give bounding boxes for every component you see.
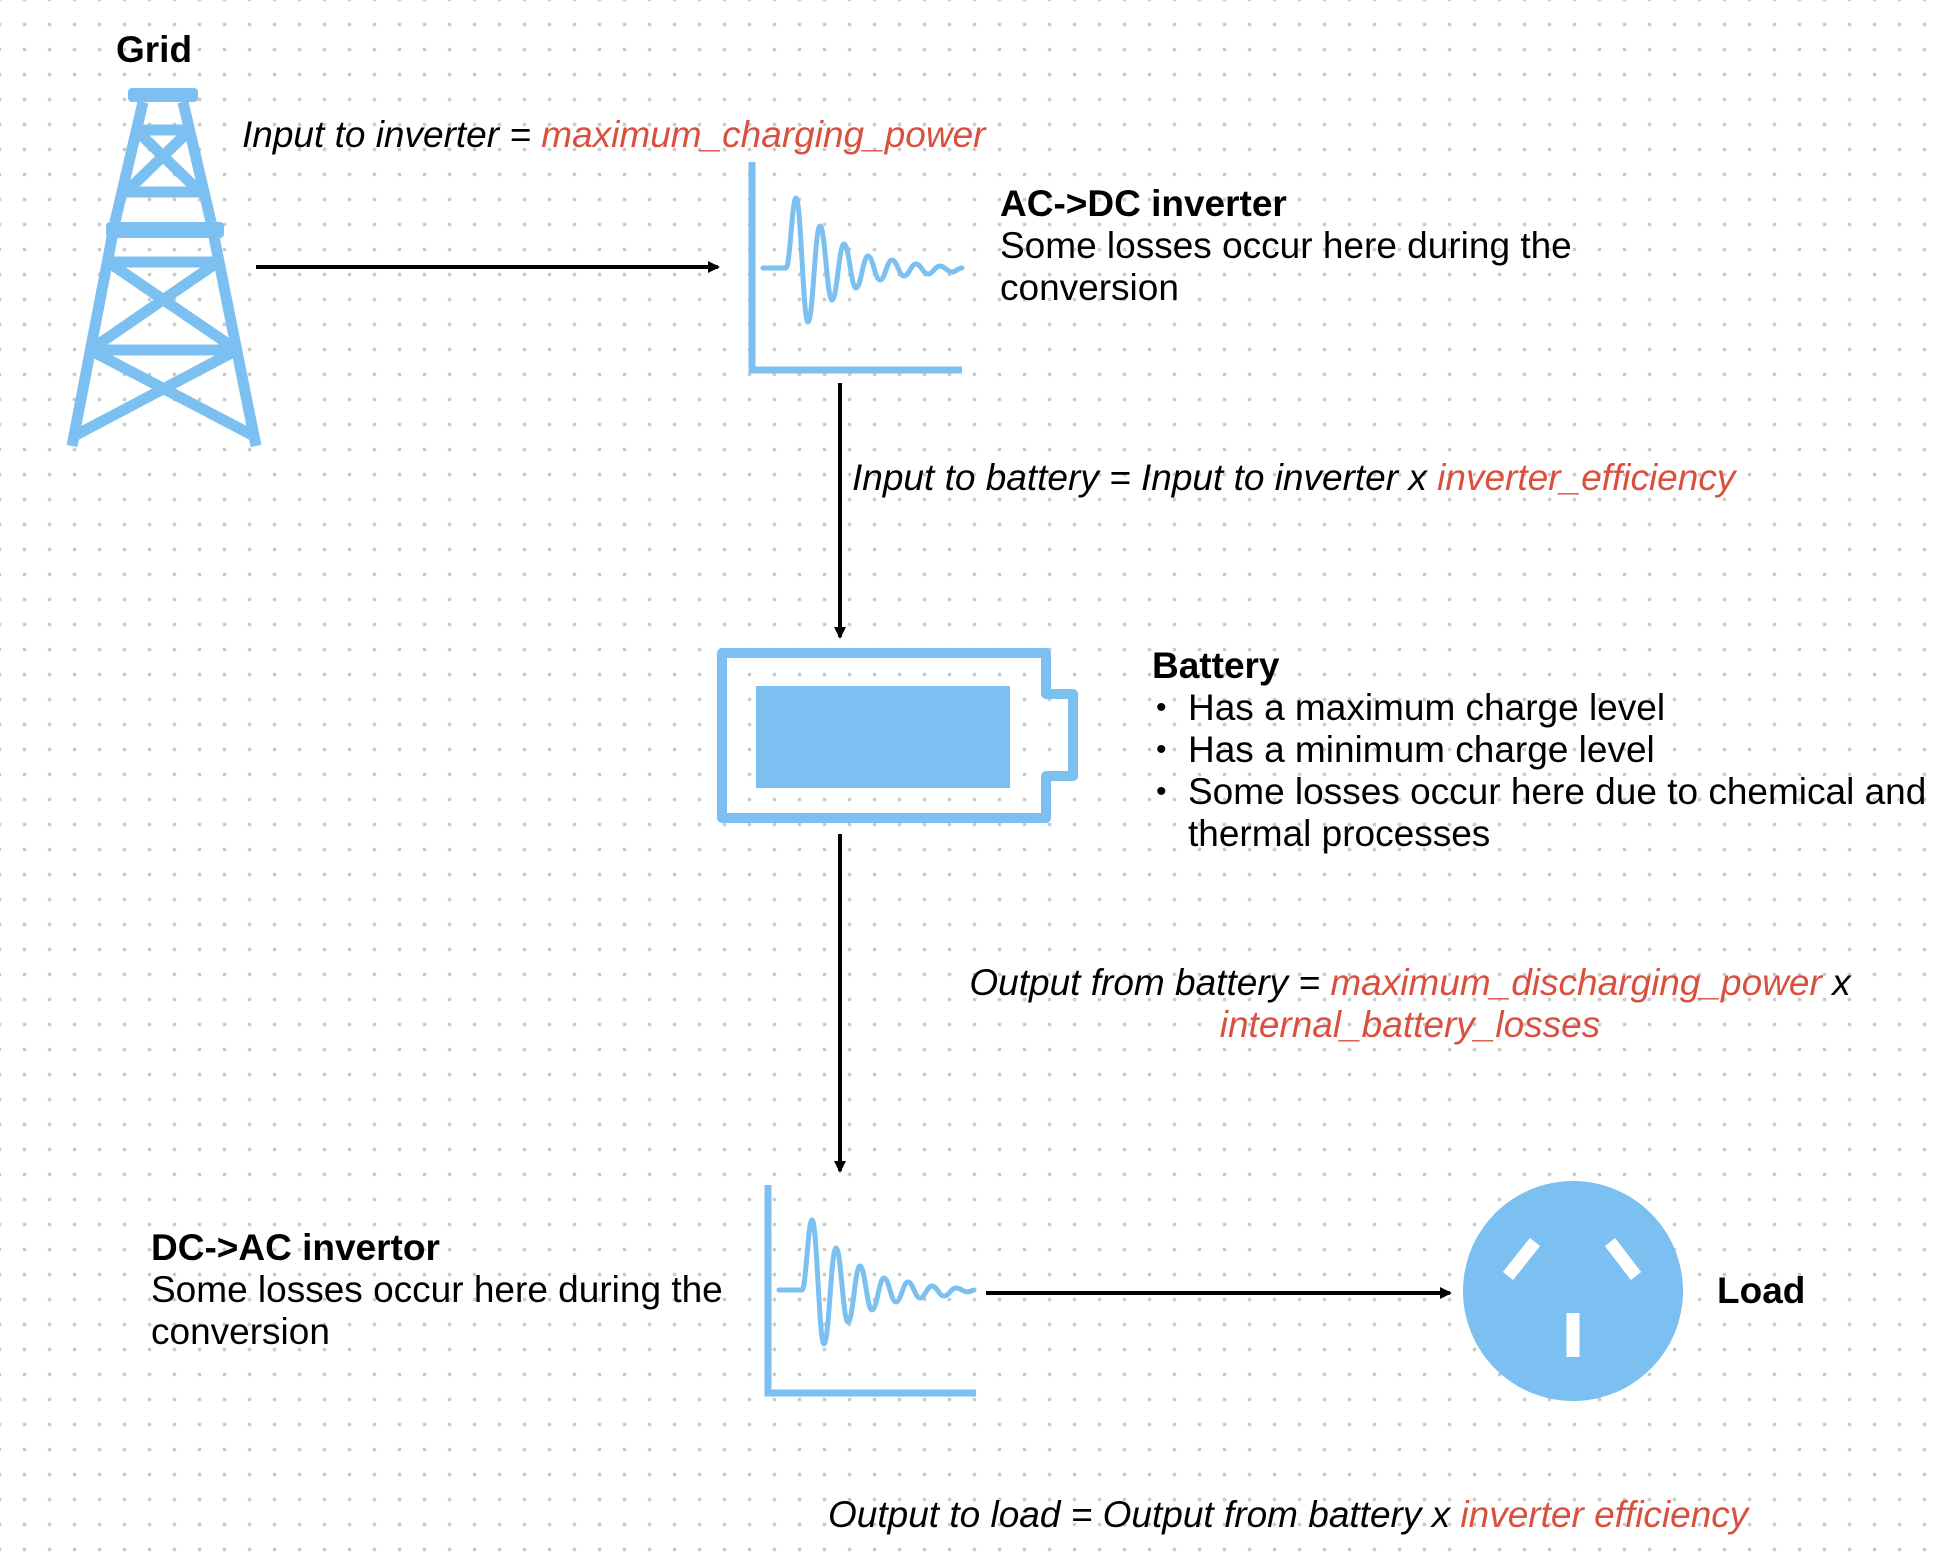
formula-input-to-inverter-text: Input to inverter = (242, 114, 542, 155)
invertor-waveform-icon (764, 1185, 977, 1397)
ac-dc-inverter-desc-line2: conversion (1000, 267, 1179, 308)
formula-var-maximum-discharging-power: maximum_discharging_power (1330, 962, 1822, 1003)
dc-ac-invertor-desc-line1: Some losses occur here during the (151, 1269, 723, 1310)
dc-ac-invertor-title: DC->AC invertor (151, 1227, 440, 1268)
formula-output-from-battery-op: x (1821, 962, 1851, 1003)
formula-input-to-battery: Input to battery = Input to inverter x i… (852, 457, 1735, 499)
ac-dc-inverter-title: AC->DC inverter (1000, 183, 1287, 224)
battery-bullet-losses: Some losses occur here due to chemical a… (1152, 771, 1926, 813)
load-label: Load (1717, 1270, 1806, 1311)
formula-output-from-battery: Output from battery = maximum_dischargin… (960, 962, 1860, 1046)
ac-dc-inverter-label: AC->DC inverter Some losses occur here d… (1000, 183, 1572, 309)
battery-icon (717, 648, 1078, 823)
formula-output-from-battery-line1: Output from battery = maximum_dischargin… (960, 962, 1860, 1004)
inverter-waveform-icon (748, 162, 965, 374)
dc-ac-invertor-label: DC->AC invertor Some losses occur here d… (151, 1227, 723, 1353)
grid-label: Grid (116, 29, 193, 70)
formula-var-inverter-efficiency: inverter_efficiency (1437, 457, 1736, 498)
formula-var-internal-battery-losses: internal_battery_losses (1219, 1004, 1601, 1045)
ac-dc-inverter-desc-line1: Some losses occur here during the (1000, 225, 1572, 266)
formula-input-to-inverter: Input to inverter = maximum_charging_pow… (242, 114, 985, 156)
battery-bullet-losses-cont: thermal processes (1188, 813, 1491, 854)
formula-output-to-load-text: Output to load = Output from battery x (828, 1494, 1461, 1535)
formula-output-to-load: Output to load = Output from battery x i… (828, 1494, 1748, 1536)
transmission-tower-icon (66, 88, 262, 448)
formula-input-to-battery-text: Input to battery = Input to inverter x (852, 457, 1438, 498)
power-outlet-icon (1463, 1181, 1683, 1401)
formula-var-inverter-efficiency-load: inverter efficiency (1460, 1494, 1749, 1535)
dc-ac-invertor-desc-line2: conversion (151, 1311, 330, 1352)
battery-label: Battery Has a maximum charge level Has a… (1152, 645, 1926, 855)
battery-bullet-min: Has a minimum charge level (1152, 729, 1926, 771)
battery-bullet-list: Has a maximum charge level Has a minimum… (1152, 687, 1926, 813)
formula-output-from-battery-text: Output from battery = (969, 962, 1331, 1003)
formula-var-maximum-charging-power: maximum_charging_power (541, 114, 986, 155)
battery-title: Battery (1152, 645, 1280, 686)
battery-bullet-max: Has a maximum charge level (1152, 687, 1926, 729)
